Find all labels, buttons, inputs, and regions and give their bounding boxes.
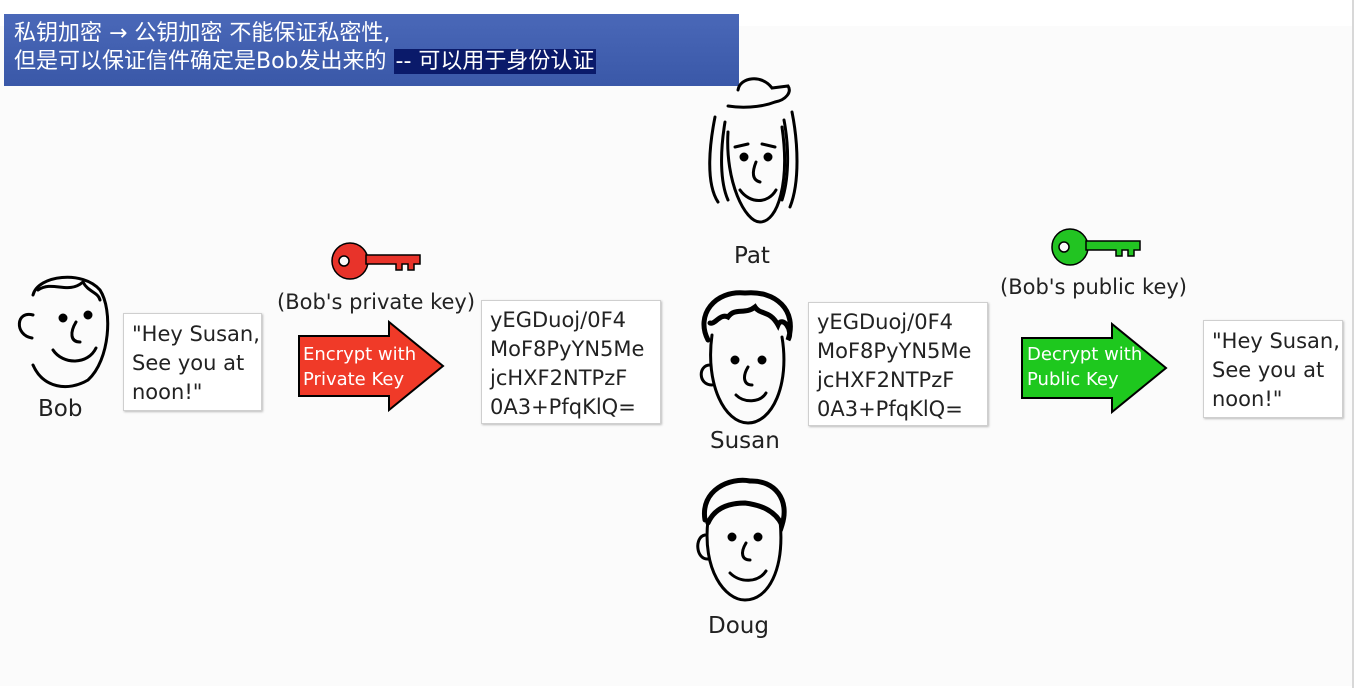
doug-label: Doug — [708, 613, 769, 639]
pat-label: Pat — [734, 243, 770, 269]
plaintext-message-right: "Hey Susan, See you at noon!" — [1203, 320, 1343, 418]
banner-line-2-text: 但是可以保证信件确定是Bob发出来的 — [14, 49, 394, 74]
susan-label: Susan — [710, 428, 780, 454]
pat-face-icon — [708, 77, 799, 224]
banner-line-1: 私钥加密 → 公钥加密 不能保证私密性, — [14, 21, 391, 46]
private-key-caption: (Bob's private key) — [277, 290, 476, 314]
susan-face-icon — [699, 290, 793, 425]
encrypt-arrow — [298, 319, 445, 413]
ciphertext-right: yEGDuoj/0F4 MoF8PyYN5Me jcHXF2NTPzF 0A3+… — [808, 302, 988, 426]
ciphertext-left: yEGDuoj/0F4 MoF8PyYN5Me jcHXF2NTPzF 0A3+… — [481, 300, 661, 424]
encrypt-arrow-label: Encrypt with Private Key — [303, 344, 417, 390]
decrypt-arrow — [1021, 321, 1168, 415]
slide-border — [1352, 0, 1354, 688]
title-banner: 私钥加密 → 公钥加密 不能保证私密性, 但是可以保证信件确定是Bob发出来的 … — [4, 14, 739, 86]
bob-label: Bob — [38, 396, 83, 422]
banner-line-2: 但是可以保证信件确定是Bob发出来的 -- 可以用于身份认证 — [14, 48, 739, 76]
private-key-icon — [331, 242, 421, 280]
public-key-caption: (Bob's public key) — [1000, 275, 1187, 299]
decrypt-arrow-label: Decrypt with Public Key — [1027, 344, 1143, 390]
banner-highlight: -- 可以用于身份认证 — [393, 49, 597, 74]
bob-face-icon — [17, 275, 110, 389]
doug-face-icon — [696, 477, 787, 602]
plaintext-message-left: "Hey Susan, See you at noon!" — [123, 313, 262, 411]
public-key-icon — [1051, 228, 1141, 266]
